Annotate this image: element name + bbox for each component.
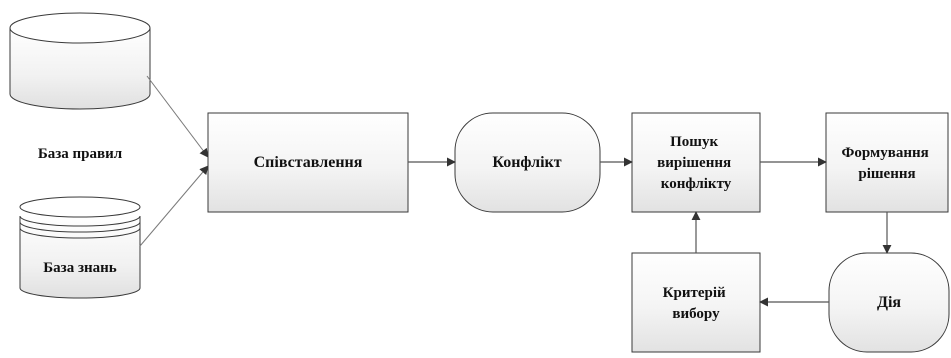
arrow-rules-to-matching <box>146 75 209 158</box>
conflict-label: Конфлікт <box>492 154 561 171</box>
rules-database-node: База правил <box>9 12 151 162</box>
decision-formation-node: Формування рішення <box>825 112 949 213</box>
conflict-resolution-label: Пошук вирішення конфлікту <box>657 134 735 192</box>
conflict-resolution-node: Пошук вирішення конфлікту <box>631 112 761 213</box>
knowledge-database-label: База знань <box>43 260 117 276</box>
matching-node: Співставлення <box>207 112 409 213</box>
rules-database-label: База правил <box>38 146 123 162</box>
decision-formation-label: Формування рішення <box>842 145 933 182</box>
matching-label: Співставлення <box>254 154 363 171</box>
knowledge-database-node: База знань <box>19 196 141 299</box>
selection-criterion-node: Критерій вибору <box>631 252 761 353</box>
conflict-node: Конфлікт <box>454 112 601 213</box>
action-label: Дія <box>877 294 901 311</box>
action-node: Дія <box>828 252 950 353</box>
selection-criterion-label: Критерій вибору <box>663 285 730 322</box>
arrow-knowledge-to-matching <box>139 165 209 247</box>
